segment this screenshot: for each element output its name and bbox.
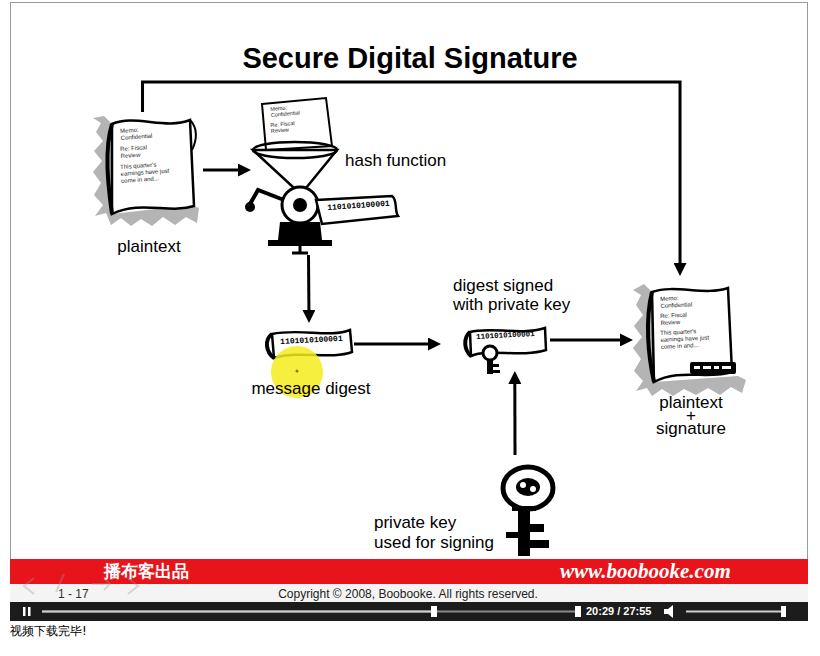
- node-caption: message digest: [251, 379, 370, 398]
- flow-arrow: [513, 384, 516, 455]
- node-caption: plaintext: [117, 237, 180, 256]
- slide-frame: [11, 3, 808, 603]
- node-caption: hash function: [345, 151, 446, 170]
- digest-digits: 1101010100001: [476, 330, 535, 342]
- flow-arrow: [203, 169, 238, 172]
- brand-bar: [10, 559, 808, 584]
- signed-document-picture: [633, 284, 746, 396]
- player-bar: [10, 602, 808, 621]
- document-text: Memo: Confidential: [660, 294, 701, 309]
- copyright-notice: Copyright © 2008, Boobooke. All rights r…: [208, 587, 608, 601]
- player-controls: [23, 605, 786, 618]
- flow-arrow: [307, 255, 310, 310]
- signed-digest-node: digest signed with private key: [440, 322, 550, 372]
- slide-number: 1 - 17: [58, 587, 89, 601]
- document-text: Re: Fiscal Review: [270, 119, 311, 135]
- document-text: This quarter's earnings have just come i…: [660, 327, 716, 351]
- slide-title: Secure Digital Signature: [0, 42, 820, 75]
- document-text: This quarter's earnings have just come i…: [120, 160, 176, 184]
- signed-digest-picture: [465, 328, 546, 374]
- document-text: Memo: Confidential: [270, 103, 311, 119]
- website-url: www.boobooke.com: [560, 559, 731, 584]
- flow-arrow: [550, 338, 620, 341]
- video-time: 20:29 / 27:55: [586, 605, 651, 618]
- node-caption: plaintext + signature: [654, 396, 728, 435]
- node-caption: digest signed with private key: [453, 276, 578, 314]
- document-text: Re: Fiscal Review: [120, 143, 161, 159]
- flow-arrow: [354, 343, 428, 346]
- document-text: Memo: Confidential: [120, 125, 161, 141]
- status-message: 视频下载完毕!: [10, 624, 87, 638]
- document-text: Re: Fiscal Review: [660, 311, 701, 326]
- node-caption: private key used for signing: [374, 513, 496, 553]
- hash-grinder-picture: [245, 98, 398, 253]
- flow-arrow: [143, 82, 681, 263]
- private-key-node: private key used for signing: [500, 455, 560, 560]
- brand-name: 播布客出品: [104, 561, 189, 581]
- digest-digits: 1101010100001: [280, 334, 343, 347]
- document-picture: [93, 116, 199, 226]
- digest-digits: 1101010100001: [327, 199, 390, 213]
- private-key-picture: [503, 467, 553, 556]
